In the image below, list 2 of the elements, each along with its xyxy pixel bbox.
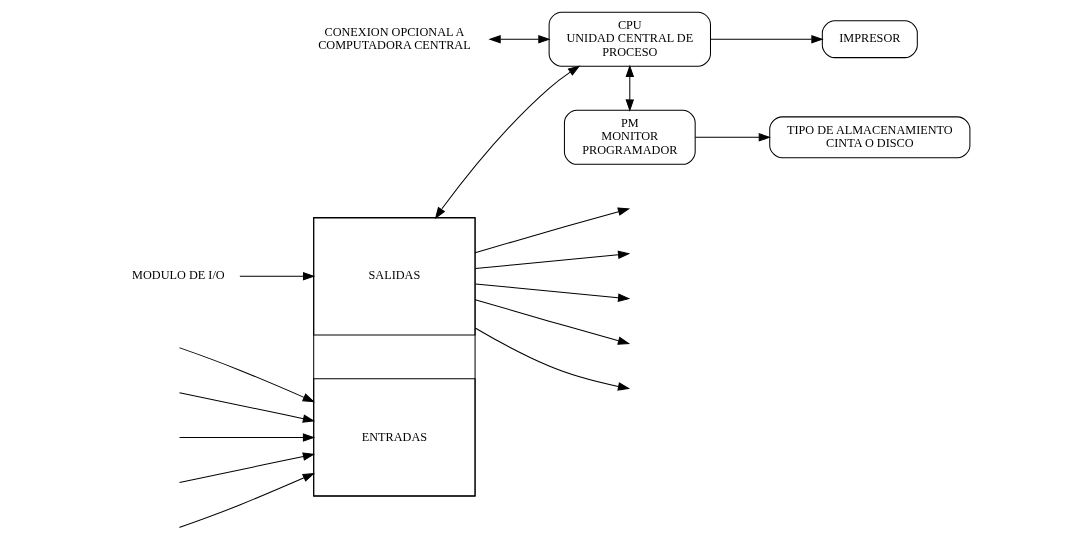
node-text: MODULO DE I/O	[132, 268, 225, 283]
node-text: CONEXION OPCIONAL A COMPUTADORA CENTRAL	[318, 24, 471, 53]
